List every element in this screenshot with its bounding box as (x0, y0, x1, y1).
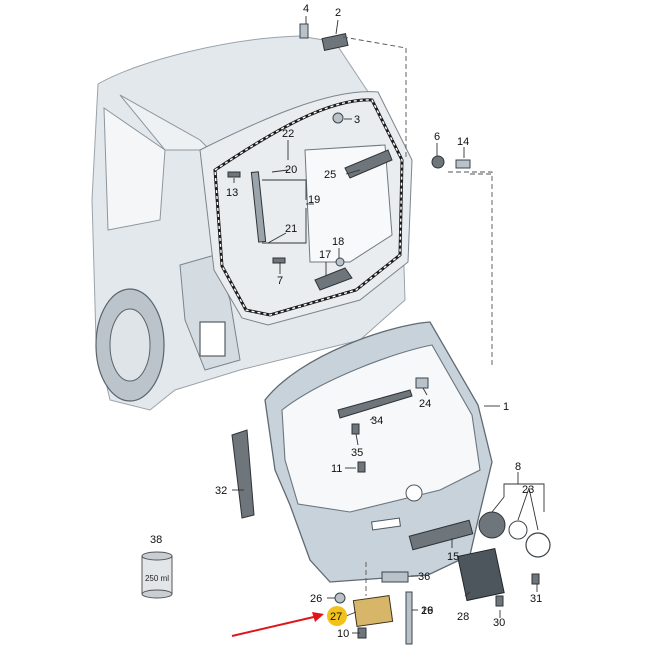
wiper-base-part (381, 571, 409, 583)
camera-part (478, 511, 506, 539)
plate-bracket-part (457, 547, 505, 602)
screw-30-part (495, 595, 504, 607)
callout-3: 3 (354, 114, 360, 126)
callout-26: 26 (310, 593, 322, 605)
callout-25: 25 (324, 169, 336, 181)
callout-1: 1 (503, 401, 509, 413)
callout-2: 2 (335, 7, 341, 19)
rod-part (405, 591, 413, 645)
vw-emblem-part (525, 532, 551, 558)
gas-strut-part (250, 171, 267, 243)
side-trim-part (231, 429, 255, 519)
callouts: 1 2 3 4 6 7 8 10 11 13 14 15 16 17 18 19… (150, 3, 542, 640)
callout-8: 8 (515, 461, 521, 473)
buffer-part (332, 112, 344, 124)
callout-30: 30 (493, 617, 505, 629)
callout-23: 23 (522, 484, 534, 496)
handle-bracket-part (314, 267, 353, 291)
highlight-disc (327, 606, 347, 626)
callout-4: 4 (303, 3, 309, 15)
callout-13: 13 (226, 187, 238, 199)
callout-11: 11 (331, 463, 342, 475)
callout-38: 38 (150, 534, 162, 546)
callout-28: 28 (457, 611, 469, 623)
callout-16: 16 (421, 605, 433, 617)
callout-34: 34 (371, 415, 383, 427)
screw-7-part (272, 257, 286, 264)
callout-29: 29 (421, 605, 433, 617)
assembly-lines (342, 36, 493, 596)
sealant-can: 250 ml (141, 551, 173, 599)
callout-7: 7 (277, 275, 283, 287)
number-plate-light-strip (408, 519, 474, 551)
lock-mechanism-part (352, 595, 394, 627)
badge-part-1 (508, 520, 528, 540)
clip-part (335, 257, 345, 267)
callout-36: 36 (418, 571, 430, 583)
callout-10: 10 (337, 628, 349, 640)
hinge-part (299, 23, 349, 51)
callout-15: 15 (447, 551, 459, 563)
callout-31: 31 (530, 593, 542, 605)
buffer-26-part (334, 592, 346, 604)
callout-35: 35 (351, 447, 363, 459)
callout-14: 14 (457, 136, 469, 148)
callout-6: 6 (434, 131, 440, 143)
screw-31-part (531, 573, 540, 585)
screw-35-part (351, 423, 360, 435)
callout-21: 21 (285, 223, 297, 235)
callout-27: 27 (330, 611, 342, 623)
pointer-arrow (231, 612, 324, 637)
callout-24: 24 (419, 398, 431, 410)
tailgate (264, 321, 493, 583)
screw-13-part (227, 171, 241, 178)
callout-20: 20 (285, 164, 297, 176)
callout-17: 17 (319, 249, 331, 261)
callout-32: 32 (215, 485, 227, 497)
callout-19: 19 (308, 194, 320, 206)
screw-11-part (357, 461, 366, 473)
can-label: 250 ml (145, 574, 169, 583)
callout-18: 18 (332, 236, 344, 248)
bolt-parts (431, 155, 471, 169)
leader-lines (232, 16, 545, 634)
callout-22: 22 (282, 128, 294, 140)
loose-parts (231, 423, 551, 645)
opening-parts (227, 112, 393, 291)
